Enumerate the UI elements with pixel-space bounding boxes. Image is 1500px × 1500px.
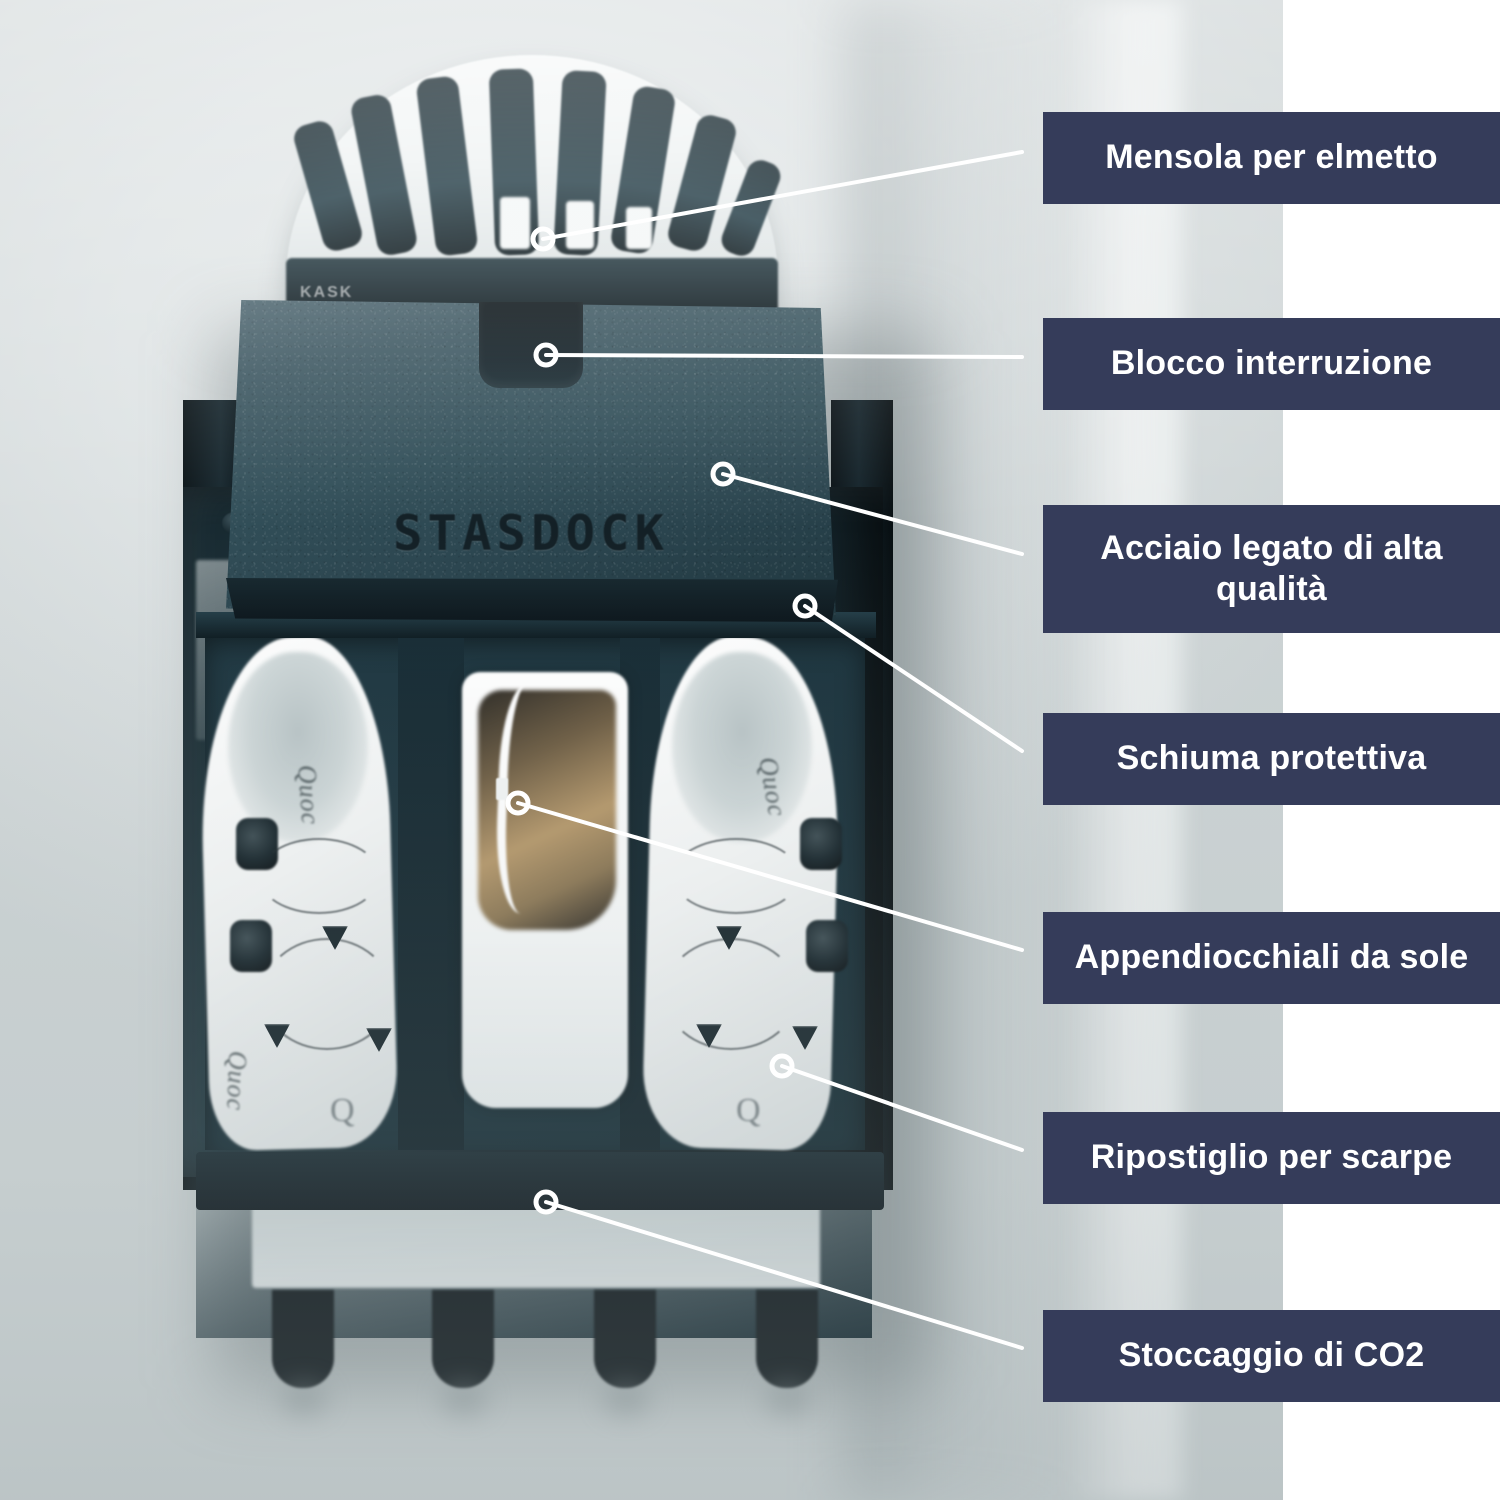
shoe-q-logo: Q [330,1092,355,1129]
cavity-divider-left [398,632,464,1150]
callout-label-text: Ripostiglio per scarpe [1090,1138,1453,1177]
sunglasses-badge [496,778,508,800]
co2-top-bar [196,1152,884,1210]
callout-label-sunglasses-holder[interactable]: Appendiocchiali da sole [1043,912,1500,1004]
shoe-brand-text: Quoc [221,1050,253,1112]
boa-dial-icon [800,818,842,870]
helmet-brand-text: KASK [300,284,354,301]
callout-label-protective-foam[interactable]: Schiuma protettiva [1043,713,1500,805]
callout-label-text: Schiuma protettiva [1116,739,1427,778]
boa-dial-icon [230,920,272,972]
boa-dial-icon [806,920,848,972]
co2-hook [594,1290,656,1388]
shoe-q-logo: Q [736,1092,761,1129]
callout-label-helmet-shelf[interactable]: Mensola per elmetto [1043,112,1500,204]
callout-label-text: Appendiocchiali da sole [1074,938,1469,977]
shoe-brand-text: Quoc [292,763,326,827]
co2-hook [756,1290,818,1388]
callout-label-text: Blocco interruzione [1110,344,1433,383]
stasdock-wordmark: STASDOCK [392,505,669,562]
callout-label-shoe-storage[interactable]: Ripostiglio per scarpe [1043,1112,1500,1204]
callout-label-text: Mensola per elmetto [1105,138,1438,177]
callout-label-interruption-block[interactable]: Blocco interruzione [1043,318,1500,410]
co2-hook [432,1290,494,1388]
shoe-collar-left [228,652,368,842]
callout-label-high-quality-alloy-steel[interactable]: Acciaio legato di alta qualità [1043,505,1500,633]
callout-label-co2-storage[interactable]: Stoccaggio di CO2 [1043,1310,1500,1402]
co2-hook [272,1290,334,1388]
callout-label-text: Stoccaggio di CO2 [1118,1336,1425,1375]
interruption-block-notch [479,302,583,388]
shelf-bottom-fold [226,578,838,622]
callout-label-text: Acciaio legato di alta qualità [1100,528,1443,608]
